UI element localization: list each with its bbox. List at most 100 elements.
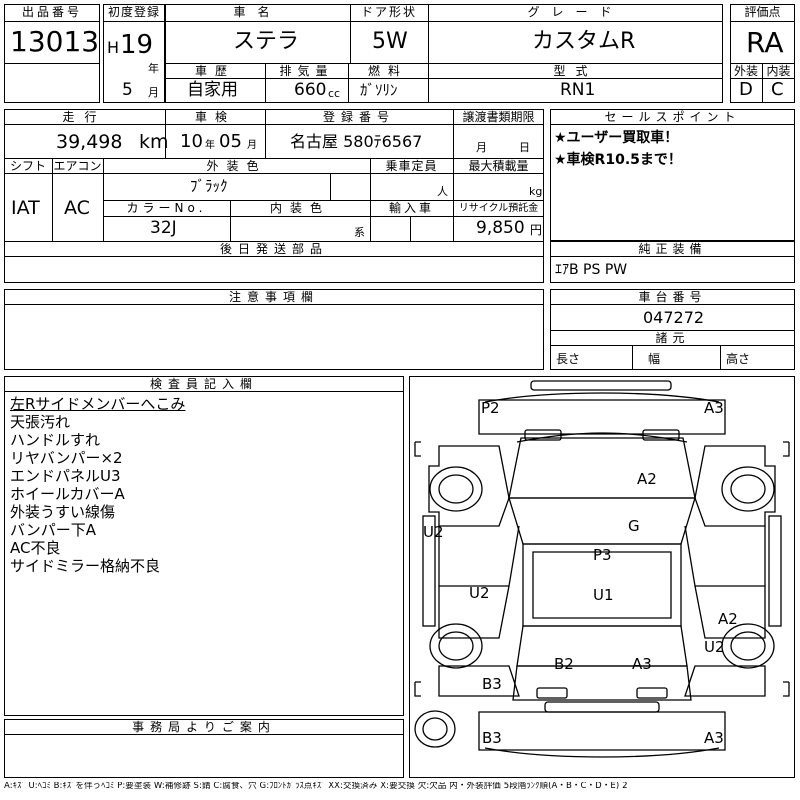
first-registration-cell [103, 4, 165, 103]
office-notice-box [4, 719, 404, 778]
interior-label: 内装 [766, 64, 791, 78]
door-label: ドア形状 [360, 5, 417, 19]
recycle-label: リサイクル預託金 [458, 203, 539, 214]
sales-points-label: セールスポイント [604, 110, 741, 124]
inspection-year-unit: 年 [205, 140, 215, 151]
interior-color-unit: 系 [354, 226, 365, 239]
color-number-label: カラーNo. [126, 201, 207, 215]
damage-mark-rear-bumper-left: B3 [482, 729, 502, 747]
mileage: 39,498 [56, 131, 123, 153]
damage-mark-hood: A2 [637, 470, 657, 488]
equipment-label: 純正装備 [638, 242, 707, 256]
later-parts-label: 後日発送部品 [219, 242, 328, 256]
dims-length-label: 長さ [556, 352, 581, 366]
details-block [4, 109, 544, 283]
displacement: 660 [294, 80, 327, 100]
transfer-day-unit: 日 [519, 141, 530, 154]
lot-number-cell [4, 4, 100, 103]
inspection-year: 10 [180, 131, 203, 152]
capacity-label: 乗車定員 [385, 159, 438, 173]
history-label: 車歴 [194, 64, 235, 78]
inspector-note: ホイールカバーA [10, 485, 125, 503]
inspection-month-unit: 月 [247, 140, 257, 151]
dims-width-label: 幅 [648, 352, 661, 366]
transfer-month-unit: 月 [476, 141, 487, 154]
registration-year: 19 [120, 30, 154, 60]
damage-mark-left-door: U2 [469, 584, 490, 602]
chassis-box [550, 289, 795, 370]
legend: A:ｷｽﾞ U:ﾍｺﾐ B:ｷｽﾞを伴うﾍｺﾐ P:要塗装 W:補修跡 S:錆 … [4, 782, 628, 791]
model-label: 型式 [553, 64, 598, 78]
vehicle-info-block [165, 4, 723, 103]
plate-number: 名古屋 580ﾃ6567 [290, 132, 423, 151]
office-notice-label: 事務局よりご案内 [132, 720, 276, 734]
damage-mark-left-rear-quarter: B3 [482, 675, 502, 693]
sales-point-2: ★車検R10.5まで！ [554, 152, 682, 168]
displacement-label: 排気量 [279, 64, 334, 78]
inspector-note: 天張汚れ [10, 413, 71, 431]
inspector-note: AC不良 [10, 539, 61, 557]
car-name-label: 車名 [233, 5, 282, 19]
sales-point-1: ★ユーザー買取車！ [554, 130, 679, 146]
inspector-notes-list: 左Rサイドメンバーへこみ 天張汚れ ハンドルすれ リヤバンパー×2 エンドパネル… [10, 395, 400, 575]
interior-grade: C [771, 79, 784, 100]
plate-label: 登録番号 [322, 110, 395, 124]
damage-mark-roof-rear: U1 [593, 586, 614, 604]
inspector-note: 外装うすい線傷 [10, 503, 116, 521]
lot-number-label: 出品番号 [21, 5, 82, 19]
exterior-color: ﾌﾞﾗｯｸ [190, 177, 228, 195]
inspector-note: サイドミラー格納不良 [10, 557, 161, 575]
recycle-unit: 円 [530, 223, 543, 237]
exterior-grade: D [739, 79, 753, 100]
notes-label: 注意事項欄 [228, 290, 319, 304]
ac-label: エアコン [53, 159, 102, 173]
inspector-note: 左Rサイドメンバーへこみ [10, 395, 186, 413]
equipment-value: ｴｱB PS PW [555, 262, 628, 278]
sales-points-box [550, 109, 795, 241]
first-registration-label: 初度登録 [107, 5, 160, 19]
color-number: 32J [150, 218, 177, 238]
year-unit: 年 [148, 62, 159, 75]
notes-box [4, 289, 544, 370]
damage-mark-right-rear-fender: U2 [704, 638, 725, 656]
score-label: 評価点 [744, 5, 781, 19]
inspector-note: リヤバンパー×2 [10, 449, 123, 467]
inspector-note: エンドパネルU3 [10, 467, 121, 485]
inspector-note: バンパー下A [10, 521, 97, 539]
damage-mark-rear-left: B2 [554, 655, 574, 673]
shift: IAT [11, 197, 40, 219]
grade: カスタムR [532, 29, 636, 54]
registration-month: 5 [122, 80, 133, 100]
damage-mark-windshield: G [628, 517, 640, 535]
era: H [107, 38, 120, 57]
dims-height-label: 高さ [726, 352, 751, 366]
exterior-label: 外装 [733, 64, 758, 78]
fuel: ｶﾞｿﾘﾝ [360, 81, 398, 99]
car-name: ステラ [233, 29, 300, 54]
damage-mark-roof: P3 [593, 546, 612, 564]
chassis-number: 047272 [643, 308, 705, 327]
damage-mark-rear-right: A3 [632, 655, 652, 673]
interior-color-label: 内装色 [269, 201, 330, 215]
chassis-label: 車台番号 [638, 290, 707, 304]
car-diagram [414, 380, 790, 758]
mileage-unit: km [139, 131, 169, 153]
max-load-unit: kg [529, 185, 543, 198]
door-type: 5W [372, 29, 408, 54]
inspector-notes-box [4, 376, 404, 716]
damage-mark-rear-bumper-right: A3 [704, 729, 724, 747]
grade-label: グレード [527, 5, 624, 19]
capacity-unit: 人 [437, 185, 448, 198]
inspection-month: 05 [219, 131, 242, 152]
lot-number: 13013 [10, 25, 100, 58]
shift-label: シフト [9, 159, 46, 173]
history: 自家用 [187, 80, 238, 100]
ac: AC [64, 197, 90, 219]
mileage-label: 走行 [62, 110, 107, 124]
fuel-label: 燃料 [367, 64, 408, 78]
recycle-fee: 9,850 [476, 218, 525, 238]
damage-mark-front-right: A3 [704, 399, 724, 417]
model-code: RN1 [560, 80, 596, 100]
score: RA [746, 26, 784, 59]
